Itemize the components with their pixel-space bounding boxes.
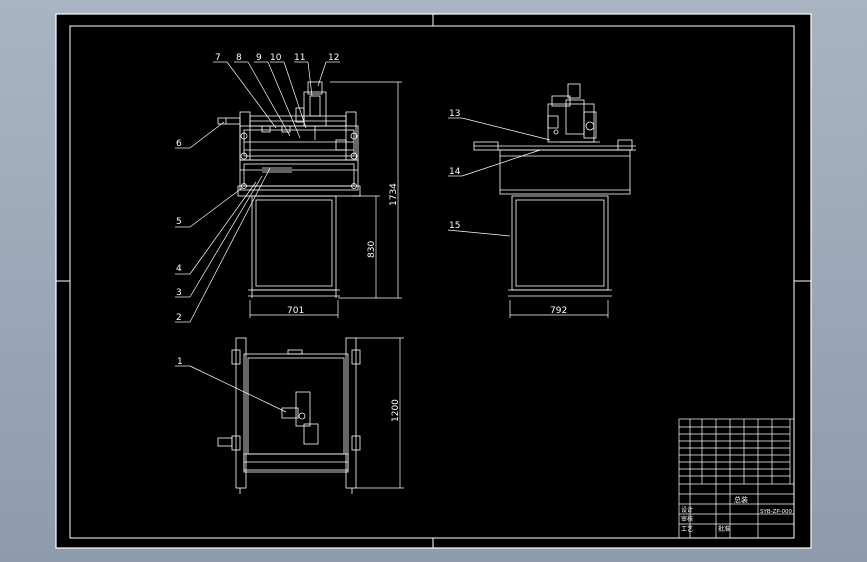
part-label-6: 6 [176, 139, 182, 149]
front-view-labels: 7 8 9 10 11 12 6 5 4 3 2 [176, 53, 339, 323]
part-label-13: 13 [449, 109, 460, 119]
title-block-text: 总装 SYB-ZP-000 设计 审核 工艺 批准 [681, 495, 793, 533]
top-view [217, 337, 361, 494]
title-block-name: 总装 [734, 495, 748, 504]
part-label-10: 10 [270, 53, 282, 63]
part-label-12: 12 [328, 53, 339, 63]
dim-side-width: 792 [550, 306, 567, 316]
part-label-11: 11 [294, 53, 305, 63]
part-label-14: 14 [449, 167, 461, 177]
part-label-2: 2 [176, 313, 182, 323]
part-label-9: 9 [256, 53, 262, 63]
inner-frame [69, 25, 795, 539]
title-block-row-1: 设计 [681, 506, 693, 514]
front-view-dimensions [249, 81, 402, 318]
part-label-5: 5 [176, 217, 182, 227]
side-view-leaders [447, 117, 551, 237]
title-block-row-2: 审核 [681, 515, 693, 523]
top-view-leaders [175, 365, 287, 413]
side-view-labels: 13 14 15 [449, 109, 461, 231]
side-view-dimensions [509, 300, 609, 318]
title-block-drawing-no: SYB-ZP-000 [760, 509, 793, 515]
top-view-dimensions [356, 337, 404, 489]
front-view-dim-text: 1734 830 701 [287, 183, 399, 316]
front-view-leaders [175, 61, 340, 323]
part-label-4: 4 [176, 264, 182, 274]
side-view [473, 83, 636, 297]
drawing-paper [56, 14, 811, 548]
dim-table-height: 830 [367, 241, 377, 258]
part-label-8: 8 [236, 53, 242, 63]
dim-total-height: 1734 [389, 183, 399, 206]
title-block [678, 418, 795, 539]
part-label-3: 3 [176, 288, 182, 298]
part-label-1: 1 [177, 357, 183, 367]
centering-marks [56, 14, 811, 548]
title-block-row-4: 批准 [718, 525, 730, 533]
part-label-15: 15 [449, 221, 460, 231]
title-block-row-3: 工艺 [681, 525, 693, 533]
dim-front-width: 701 [287, 306, 304, 316]
dim-top-depth: 1200 [391, 399, 401, 422]
part-label-7: 7 [215, 53, 221, 63]
